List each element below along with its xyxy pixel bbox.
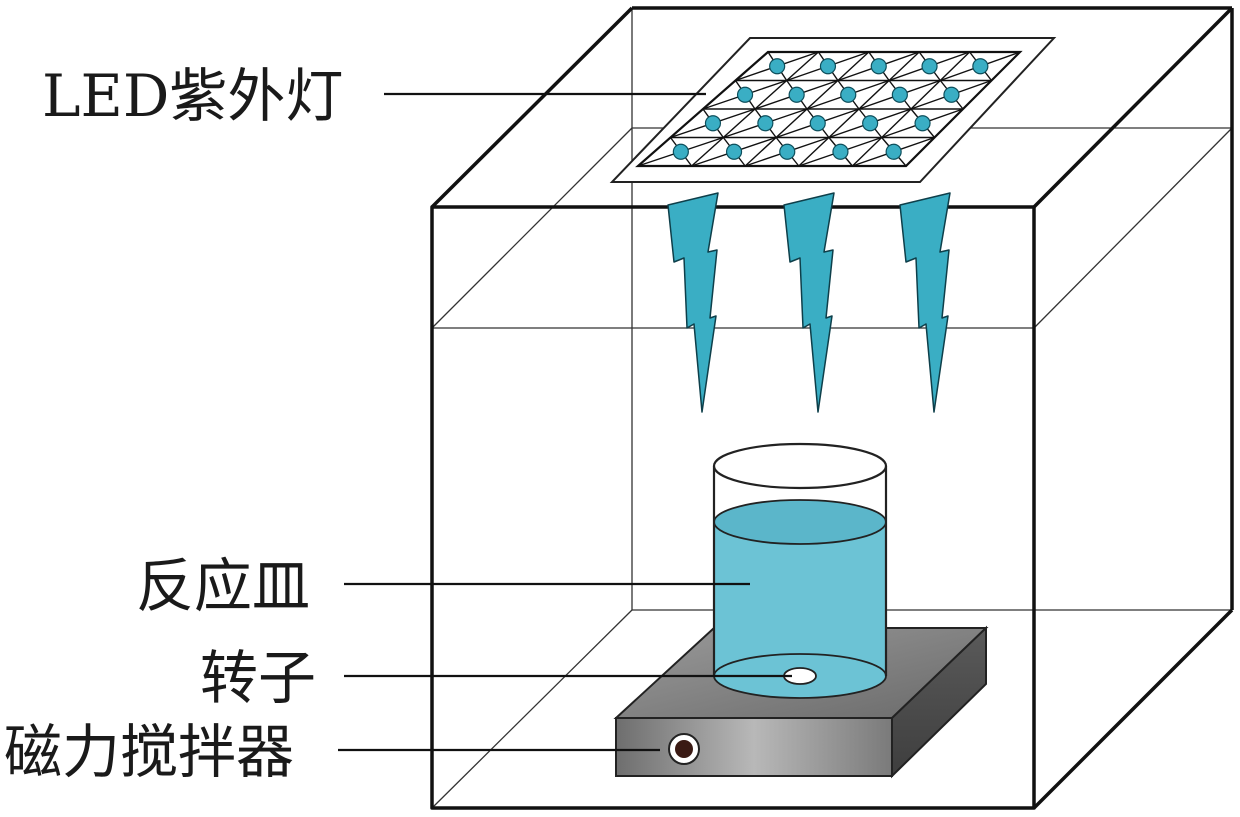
uv-beam-icon bbox=[667, 192, 719, 413]
led-dot bbox=[921, 58, 938, 75]
uv-light-beams bbox=[667, 192, 951, 413]
led-uv-lamp bbox=[609, 37, 1057, 183]
label-led-lamp: LED紫外灯 bbox=[42, 62, 343, 130]
label-rotor: 转子 bbox=[200, 644, 316, 712]
led-dot bbox=[819, 58, 837, 75]
leader-lines bbox=[338, 92, 792, 752]
dish-rim bbox=[712, 442, 888, 490]
liquid-surface bbox=[713, 499, 887, 545]
led-grid bbox=[637, 51, 1021, 167]
led-dot bbox=[725, 143, 743, 160]
stirrer-front bbox=[615, 717, 893, 777]
led-dot bbox=[862, 115, 879, 132]
led-dot bbox=[870, 58, 887, 75]
label-magnetic-stirrer: 磁力搅拌器 bbox=[4, 718, 294, 786]
led-dot bbox=[891, 86, 908, 103]
uv-beam-icon bbox=[783, 192, 835, 413]
led-dot bbox=[840, 86, 857, 103]
led-dot bbox=[757, 115, 774, 132]
led-dot bbox=[943, 86, 960, 103]
led-dot bbox=[672, 143, 689, 160]
led-dot bbox=[914, 115, 931, 132]
led-dot bbox=[736, 86, 754, 103]
label-reaction-dish: 反应皿 bbox=[136, 552, 310, 620]
liquid-body bbox=[714, 500, 886, 698]
led-dot bbox=[832, 143, 849, 160]
led-dot bbox=[769, 58, 786, 75]
reactor-box bbox=[430, 6, 1234, 810]
led-dot bbox=[972, 58, 989, 75]
reaction-dish bbox=[712, 442, 888, 699]
uv-beam-icon bbox=[899, 192, 951, 413]
led-dot bbox=[809, 115, 826, 132]
led-dot bbox=[779, 143, 796, 160]
stirrer-knob-center bbox=[675, 740, 693, 758]
led-dot bbox=[885, 143, 902, 160]
led-dot bbox=[788, 86, 805, 103]
led-dot bbox=[704, 115, 722, 132]
